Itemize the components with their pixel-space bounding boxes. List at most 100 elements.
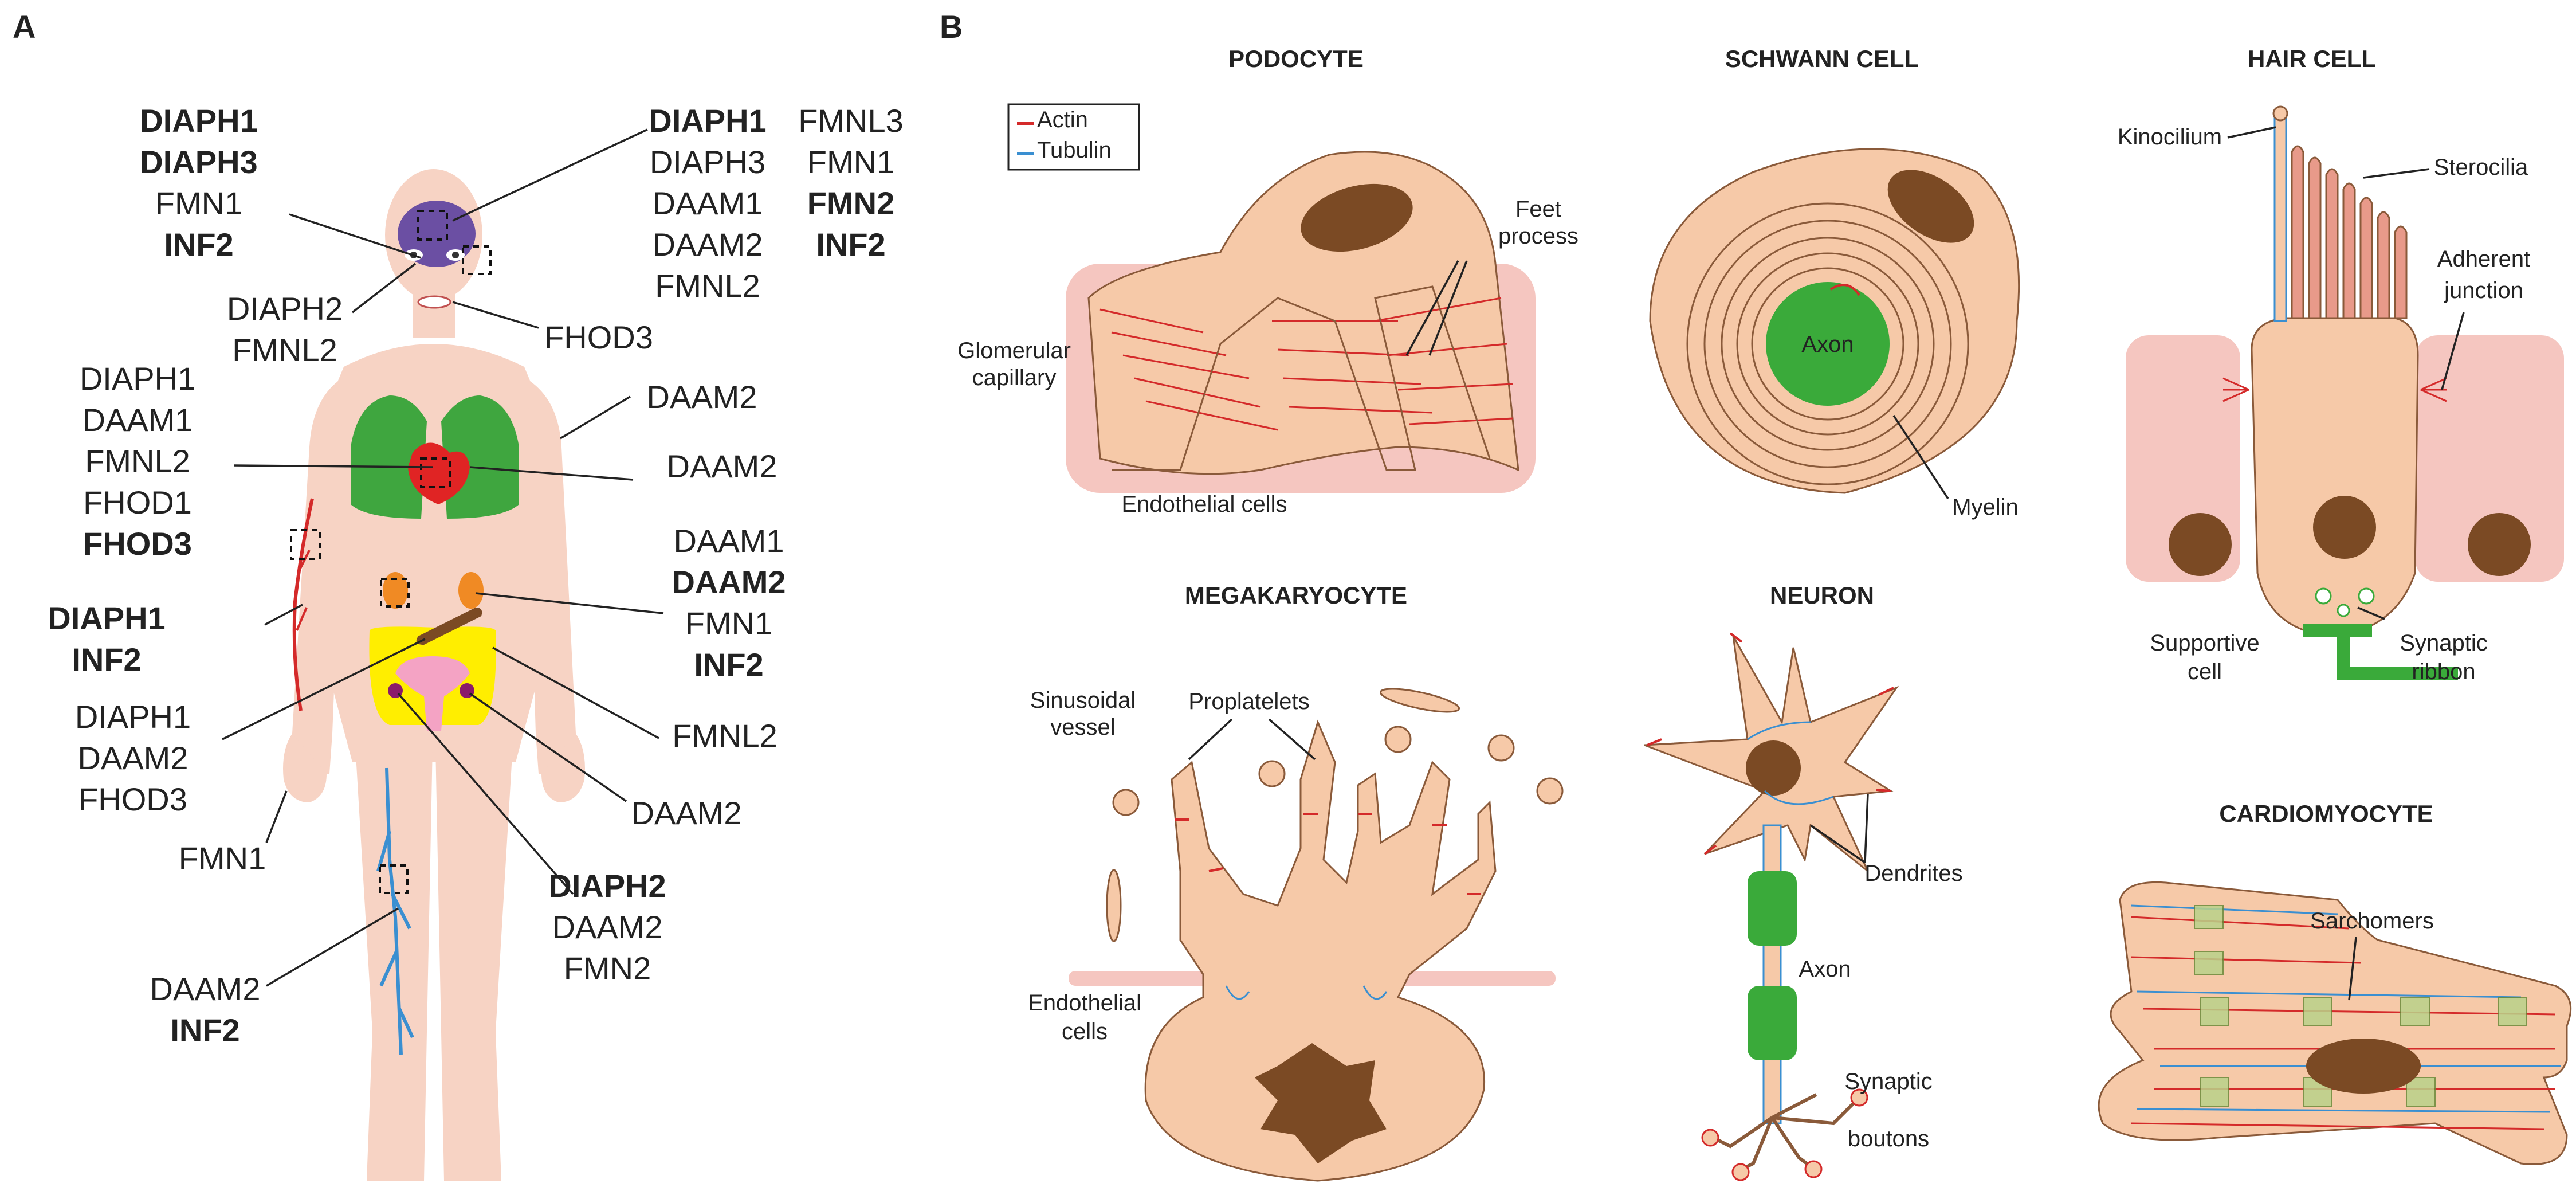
gene-label: FHOD3 [83, 526, 192, 562]
podocyte-endothelial-label: Endothelial cells [1121, 492, 1287, 517]
gene-label: DAAM2 [150, 971, 261, 1007]
labels-head-right-col1: DIAPH1 DIAPH3 DAAM1 DAAM2 FMNL2 [649, 103, 766, 304]
leg-vessel-blue [376, 767, 414, 1055]
gene-label: DIAPH2 [227, 291, 343, 327]
gene-label-uterus: DAAM2 [631, 795, 742, 831]
neuron-axon-label: Axon [1799, 957, 1851, 982]
cardio-sarcomeres-label: Sarchomers [2310, 908, 2434, 934]
cardiomyocyte-illustration: CARDIOMYOCYTE Sarc [2098, 800, 2572, 1165]
neuron-dendrites-label: Dendrites [1864, 861, 1962, 886]
body-diagram [222, 128, 664, 1181]
cell-title: NEURON [1770, 582, 1874, 609]
cell-title: HAIR CELL [2248, 45, 2376, 72]
hair-stereocilia-label: Sterocilia [2434, 155, 2528, 180]
gene-label: INF2 [164, 226, 233, 262]
schwann-axon-label: Axon [1801, 332, 1854, 357]
gene-label: INF2 [694, 646, 763, 683]
hair-synaptic-label-2: ribbon [2412, 659, 2475, 684]
legend-tubulin-label: Tubulin [1037, 138, 1112, 163]
panel-label-b: B [940, 9, 963, 45]
hair-supportive-label-1: Supportive [2150, 630, 2259, 656]
gene-label: DAAM1 [674, 523, 784, 559]
hair-kinocilium-label: Kinocilium [2118, 124, 2222, 150]
labels-arm-vessel: DIAPH1 INF2 [48, 600, 165, 677]
gene-label: FMN1 [807, 144, 894, 180]
gene-label: FMNL2 [85, 443, 190, 479]
gene-label: FMN2 [564, 950, 651, 986]
gene-label: FMNL2 [655, 268, 760, 304]
cell-title: SCHWANN CELL [1725, 45, 1919, 72]
gene-label: DAAM1 [83, 402, 193, 438]
schwann-myelin-label: Myelin [1952, 495, 2019, 520]
uterus-organ [395, 656, 470, 731]
hair-synaptic-label-1: Synaptic [2400, 630, 2487, 656]
cell-title: CARDIOMYOCYTE [2219, 800, 2433, 827]
gene-label: DIAPH1 [48, 600, 165, 636]
liver-organ [416, 608, 482, 645]
gene-label: DAAM2 [672, 564, 786, 600]
gene-label: DAAM1 [653, 185, 763, 221]
supportive-cell-right [2415, 335, 2564, 582]
hair-cell-illustration: HAIR CELL Kinocilium St [2118, 45, 2564, 684]
mega-endothelial-label-1: Endothelial [1028, 990, 1141, 1016]
legend: Actin Tubulin [1007, 103, 1140, 171]
kidney-left [383, 572, 408, 609]
hair-supportive-label-2: cell [2188, 659, 2222, 684]
gene-label: INF2 [170, 1012, 239, 1048]
neuron-boutons-label-1: Synaptic [1844, 1069, 1932, 1094]
gene-labels: DIAPH1 DIAPH3 FMN1 INF2 DIAPH1 DIAPH3 DA… [48, 103, 903, 1048]
gene-label-intestine: FMNL2 [672, 718, 777, 754]
lung-left [351, 395, 427, 519]
gene-label-mouth: FHOD3 [544, 319, 653, 355]
podocyte-feet-label-2: process [1498, 224, 1578, 249]
labels-leg-vessel: DAAM2 INF2 [150, 971, 261, 1048]
gene-label: FMNL3 [798, 103, 904, 139]
labels-head-right-col2: FMNL3 FMN1 FMN2 INF2 [798, 103, 904, 262]
podocyte-glom-label-1: Glomerular [957, 338, 1071, 363]
gene-label: FMN2 [807, 185, 894, 221]
gene-label: FMN1 [685, 605, 772, 641]
neuron-boutons-label-2: boutons [1848, 1126, 1929, 1151]
gene-label: DIAPH2 [548, 868, 666, 904]
gene-label: INF2 [72, 641, 141, 677]
mouth-organ [417, 295, 451, 309]
schwann-cell-illustration: SCHWANN CELL Axon Myelin [1649, 45, 2020, 520]
labels-head-left: DIAPH1 DIAPH3 FMN1 INF2 [140, 103, 257, 262]
labels-heart: DIAPH1 DAAM1 FMNL2 FHOD1 FHOD3 [80, 361, 195, 562]
labels-ovary: DIAPH2 DAAM2 FMN2 [548, 868, 666, 986]
gene-label: DAAM2 [653, 226, 763, 262]
gene-label: DIAPH1 [75, 699, 191, 735]
labels-liver: DIAPH1 DAAM2 FHOD3 [75, 699, 191, 817]
kidney-right [458, 572, 484, 609]
podocyte-illustration: PODOCYTE Feet process Glomerular capilla… [957, 45, 1578, 517]
gene-label-lung: DAAM2 [667, 448, 777, 484]
gene-label-hand: FMN1 [179, 840, 266, 876]
gene-label: DAAM2 [552, 909, 663, 945]
gene-label: INF2 [816, 226, 885, 262]
gene-label: FMNL2 [232, 332, 337, 368]
cell-title: PODOCYTE [1228, 45, 1364, 72]
leader-lines [222, 128, 664, 987]
gene-label: DIAPH1 [80, 361, 195, 397]
gene-label: FMN1 [155, 185, 242, 221]
legend-actin-label: Actin [1037, 107, 1088, 132]
hair-adherent-label-1: Adherent [2437, 246, 2530, 272]
panel-label-a: A [13, 9, 36, 45]
labels-eye: DIAPH2 FMNL2 [227, 291, 343, 368]
gene-label: DIAPH1 [140, 103, 257, 139]
megakaryocyte-illustration: MEGAKARYOCYTE Sinusoidal vessel Proplate… [1028, 582, 1564, 1182]
podocyte-feet-label-1: Feet [1515, 197, 1561, 222]
mega-endothelial-label-2: cells [1062, 1019, 1108, 1044]
mega-proplatelets-label: Proplatelets [1188, 689, 1309, 714]
podocyte-glom-label-2: capillary [972, 365, 1057, 390]
mega-sinusoidal-label-1: Sinusoidal [1030, 688, 1136, 713]
mega-sinusoidal-label-2: vessel [1050, 715, 1115, 740]
cell-title: MEGAKARYOCYTE [1185, 582, 1407, 609]
hair-adherent-label-2: junction [2444, 278, 2523, 303]
gene-label: DIAPH3 [650, 144, 765, 180]
gene-label: DAAM2 [78, 740, 189, 776]
gene-label: DIAPH1 [649, 103, 766, 139]
gene-label-shoulder: DAAM2 [647, 379, 757, 415]
gene-label: FHOD3 [78, 781, 187, 817]
